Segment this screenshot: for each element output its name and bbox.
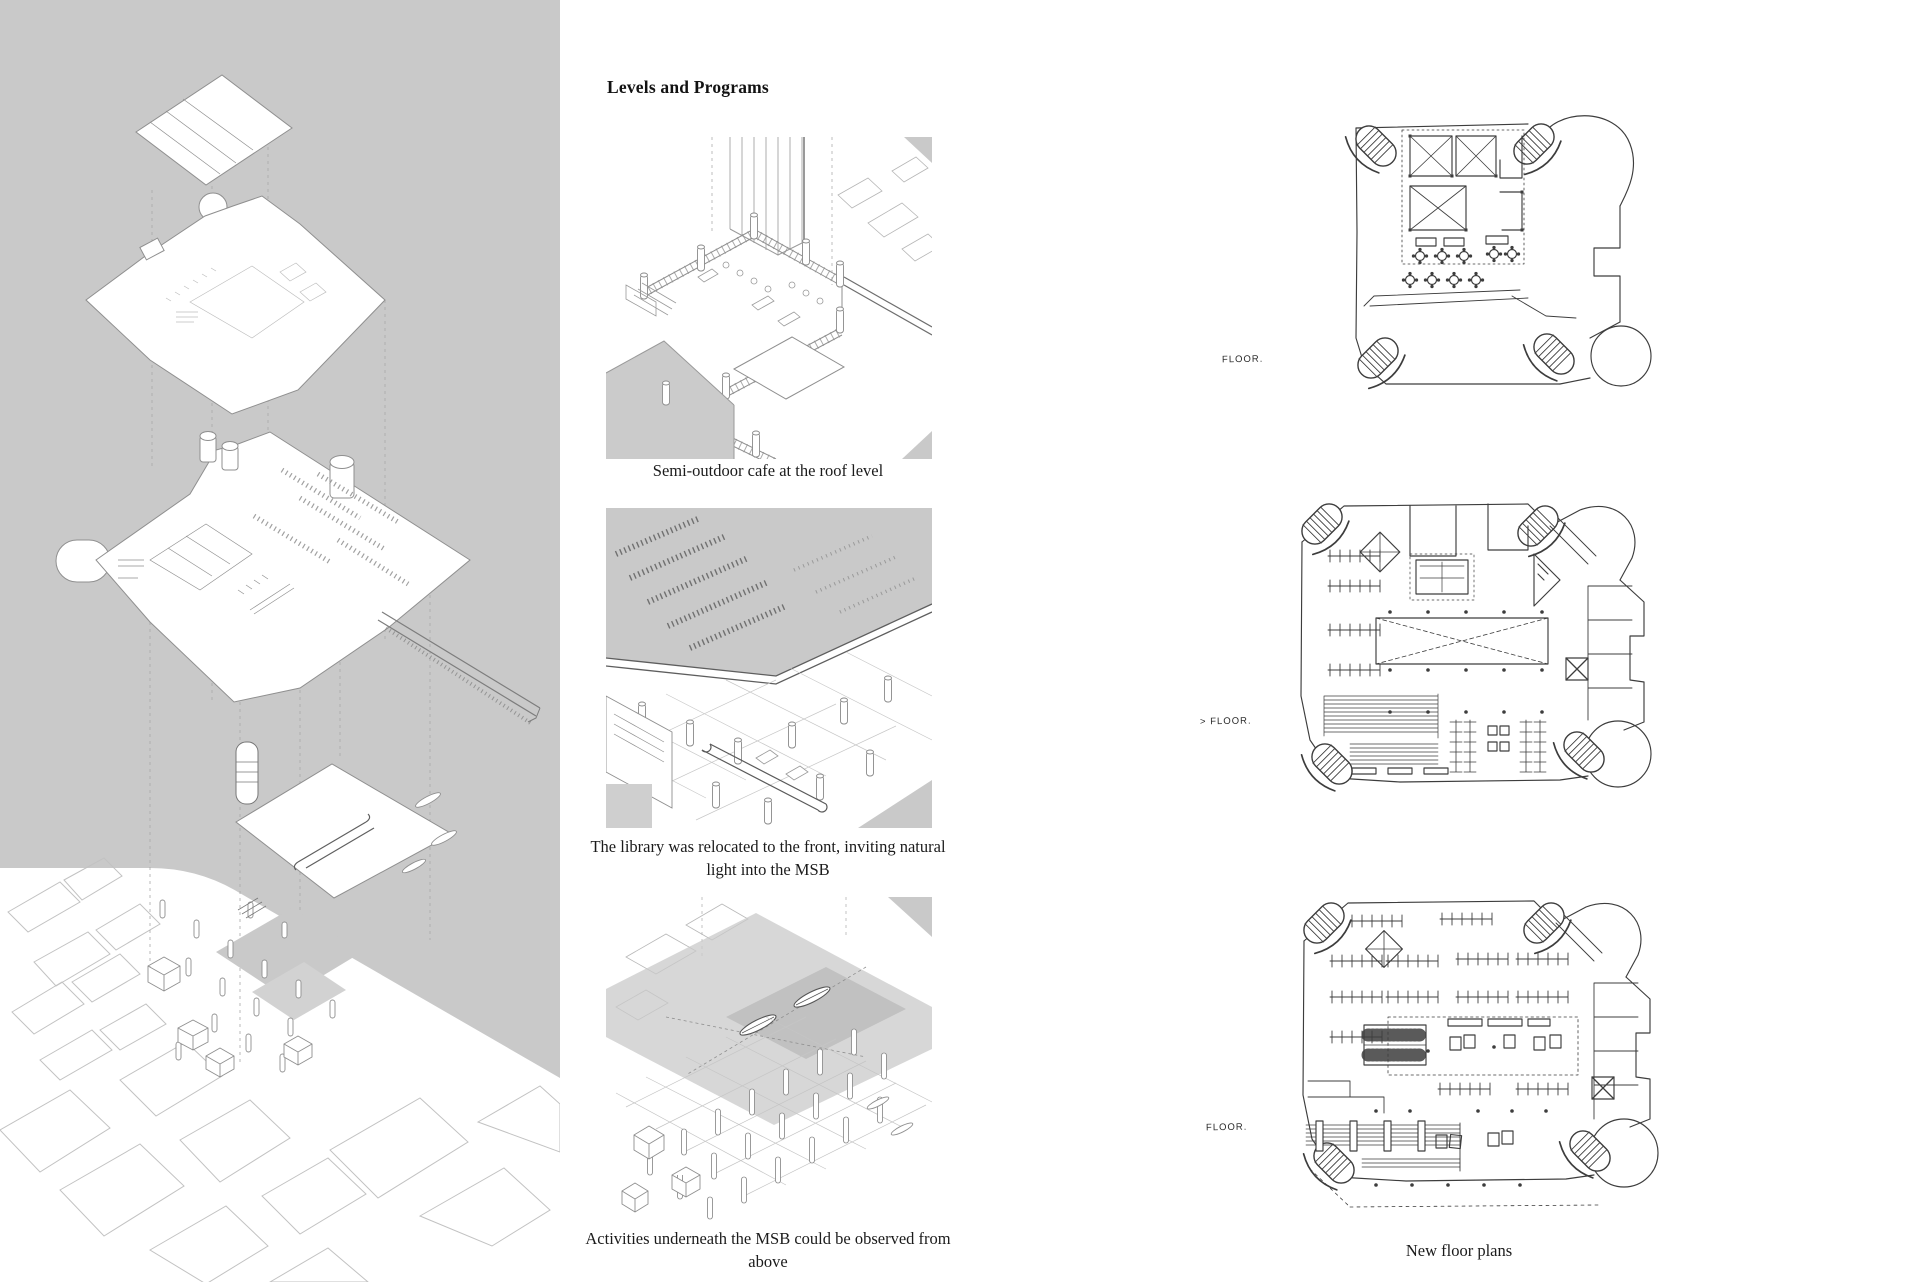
escalators [739, 986, 831, 1036]
paving [606, 340, 735, 459]
figure-cafe-caption: Semi-outdoor cafe at the roof level [652, 461, 884, 480]
floor-label-3: FLOOR. [1205, 1121, 1248, 1134]
figure-library-caption: The library was relocated to the front, … [590, 837, 946, 879]
escalator-wing [377, 611, 541, 726]
floor-plan-middle [1288, 490, 1678, 820]
cafe-axon-drawing [606, 137, 932, 459]
waffle-grid [615, 1016, 932, 1196]
floor-plan-bottom-drawing [1294, 896, 1659, 1208]
figure-cafe [606, 137, 932, 459]
cafe-furniture [625, 261, 824, 327]
floor-plan-top [1290, 100, 1670, 410]
library-columns [638, 675, 892, 825]
library-axon-drawing [606, 508, 932, 828]
library-escalator [701, 743, 828, 813]
figure-underneath [606, 897, 932, 1223]
ringed-column [235, 741, 259, 805]
main-level-plate [55, 431, 471, 703]
exploded-axonometric-figure [0, 0, 560, 1282]
roof-plate [135, 74, 293, 186]
floor-label-2: > FLOOR. [1199, 715, 1252, 728]
floor-label-1: FLOOR. [1221, 353, 1264, 366]
underside-axon-drawing [606, 897, 932, 1220]
floor-plans-caption: New floor plans [1405, 1241, 1513, 1260]
floor-plan-middle-drawing [1292, 497, 1652, 798]
section-heading: Levels and Programs [607, 77, 769, 97]
floor-plan-bottom [1288, 885, 1688, 1220]
figure-library [606, 508, 932, 828]
ground-structure [147, 792, 457, 1078]
left-panel [0, 0, 560, 1282]
figure-underneath-caption: Activities underneath the MSB could be o… [585, 1229, 951, 1271]
cafe-columns [640, 212, 844, 458]
ground-cubes [621, 1096, 914, 1213]
upper-floor-plate [85, 192, 386, 415]
floor-plan-top-drawing [1339, 115, 1652, 395]
